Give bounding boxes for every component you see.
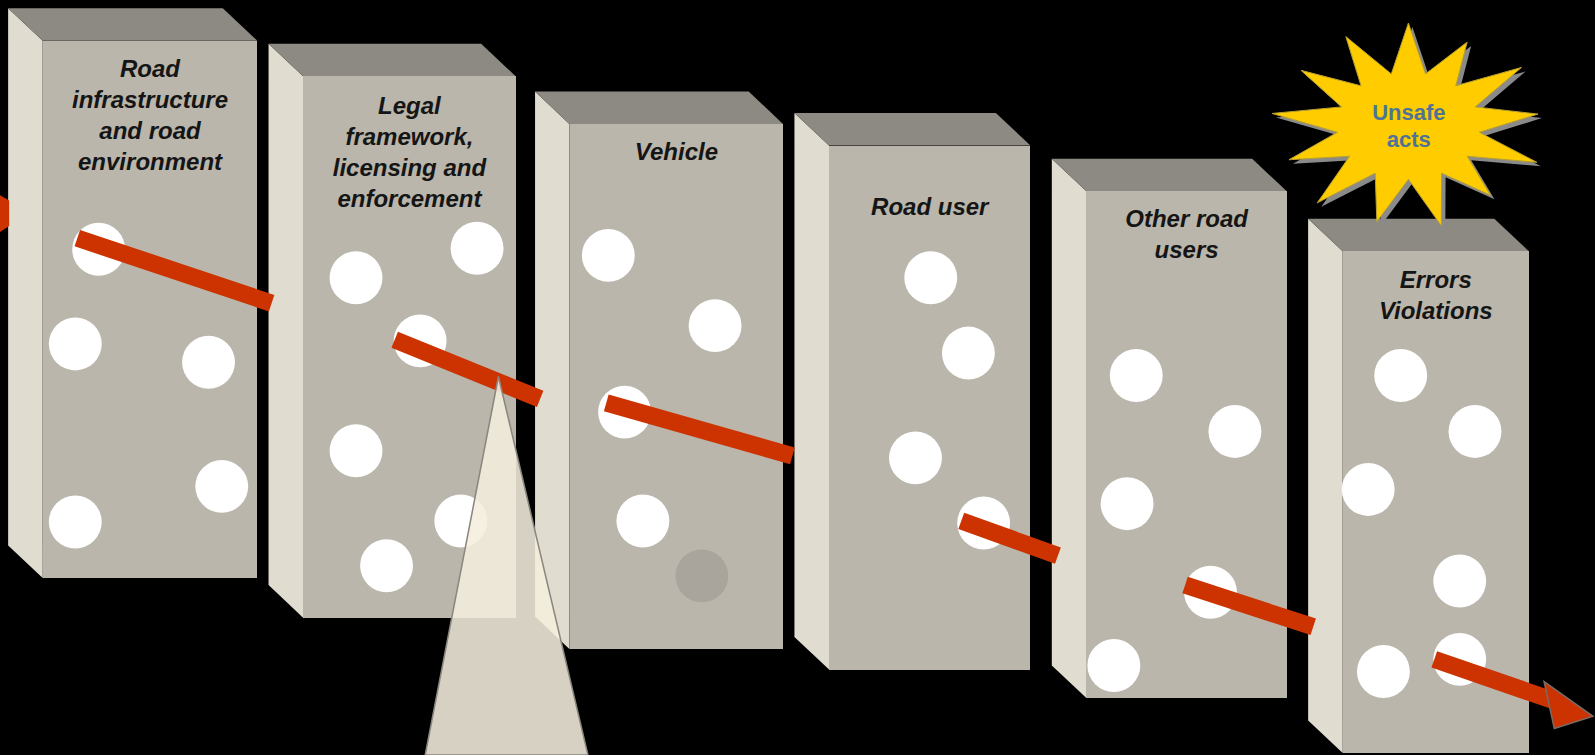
accident-trajectory: [0, 195, 1593, 728]
hole: [360, 539, 413, 592]
trajectory-segment: [961, 521, 1058, 556]
defence-layer-slab: Vehicle: [570, 124, 784, 649]
layer-label: Other road users: [1099, 203, 1275, 265]
slab-side: [8, 8, 43, 578]
hole: [689, 299, 742, 352]
trajectory-segment: [395, 340, 540, 399]
hole: [330, 251, 383, 304]
hole: [72, 223, 125, 276]
slab-side: [269, 44, 304, 618]
slab-side: [1052, 159, 1087, 698]
hole: [49, 496, 102, 549]
hole: [1184, 566, 1237, 619]
trajectory-segment: [1185, 585, 1313, 627]
hole: [1374, 349, 1427, 402]
slab-top: [269, 44, 516, 77]
hole: [1208, 405, 1261, 458]
layer-label: Road user: [842, 191, 1018, 222]
hole: [1433, 633, 1486, 686]
hole: [1087, 639, 1140, 692]
hole: [904, 251, 957, 304]
slab-side: [794, 113, 829, 670]
trajectory-segment: [606, 403, 792, 456]
layer-label: Vehicle: [588, 136, 764, 167]
hole: [434, 495, 487, 548]
hole: [451, 222, 504, 275]
hole: [49, 317, 102, 370]
trajectory-arrowhead: [1544, 682, 1593, 729]
layer-label: Unsafe acts: [1361, 99, 1457, 153]
hole: [582, 229, 635, 282]
slab-side: [1308, 219, 1343, 753]
slab-top: [535, 92, 783, 125]
hole: [1433, 555, 1486, 608]
hole: [1357, 645, 1410, 698]
hole: [616, 495, 669, 548]
trajectory-segment: [77, 238, 271, 303]
hole-grey: [675, 549, 728, 602]
starburst-callout: Unsafe acts: [1266, 18, 1551, 234]
defence-layer-slab: Other road users: [1086, 191, 1286, 698]
hole: [957, 497, 1010, 550]
hole: [598, 386, 651, 439]
holes: [49, 222, 1502, 698]
defence-layer-slab: Legal framework, licensing and enforceme…: [303, 76, 516, 617]
slab-top: [794, 113, 1030, 146]
trajectory-segment: [1434, 659, 1552, 700]
trajectory-entry: [0, 195, 9, 232]
slab-side: [535, 92, 570, 650]
hole: [182, 336, 235, 389]
starburst-fill: [1272, 23, 1538, 226]
layer-label: Road infrastructure and road environment: [62, 53, 238, 177]
hole: [942, 327, 995, 380]
hole: [330, 424, 383, 477]
layer-label: Errors Violations: [1348, 264, 1524, 326]
hole: [1101, 477, 1154, 530]
starburst-shape: [1266, 18, 1551, 234]
hole: [1342, 463, 1395, 516]
hole: [195, 460, 248, 513]
slab-top: [1052, 159, 1287, 192]
defence-layer-slab: Road user: [829, 146, 1030, 670]
defence-layer-slab: Errors Violations: [1343, 251, 1529, 753]
layer-label: Legal framework, licensing and enforceme…: [321, 90, 497, 214]
hole: [889, 431, 942, 484]
hole: [394, 314, 447, 367]
slab-top: [1308, 219, 1529, 252]
slab-top: [8, 8, 257, 41]
slab-sides: [8, 8, 1343, 753]
hole: [1110, 349, 1163, 402]
spotlight-cone: [425, 376, 588, 755]
defence-layer-slab: Road infrastructure and road environment: [43, 41, 258, 578]
hole: [1449, 405, 1502, 458]
